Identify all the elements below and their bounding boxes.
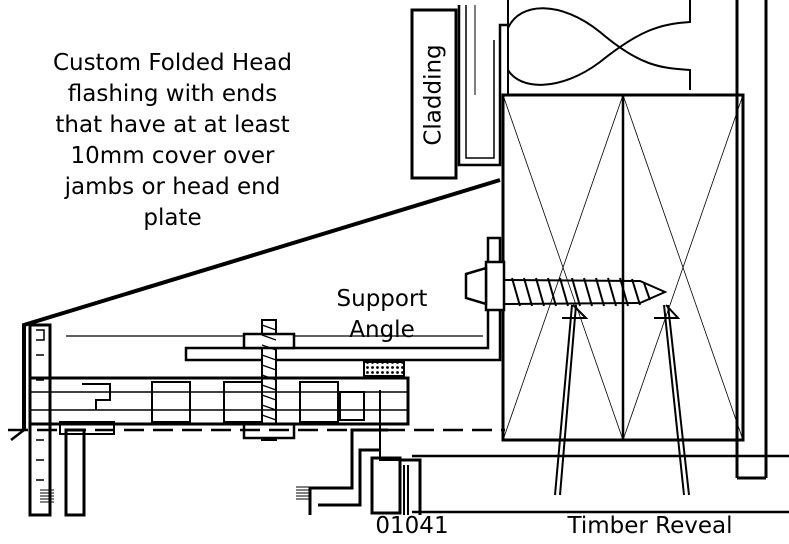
flashing-note-line: jambs or head end [64, 174, 281, 200]
support-angle-label-line: Angle [349, 317, 415, 343]
flashing-note-line: Custom Folded Head [52, 50, 293, 76]
screw-head [464, 260, 506, 312]
wall-liner [735, 0, 768, 480]
window-frame-left [28, 323, 115, 517]
insulation-symbol [507, 0, 691, 95]
flashing-note-line: flashing with ends [67, 81, 278, 107]
support-angle-label: Support Angle [314, 284, 450, 346]
cladding-label: Cladding [418, 20, 450, 170]
cladding-label-text: Cladding [421, 44, 447, 146]
flashing-note-line: plate [143, 205, 202, 231]
flashing-note: Custom Folded Head flashing with ends th… [0, 48, 345, 234]
timber-stud-block [501, 93, 745, 442]
timber-reveal-label: Timber Reveal [567, 513, 733, 539]
timber-reveal-board [412, 454, 789, 514]
support-angle-label-line: Support [336, 286, 428, 312]
cladding-panel [410, 5, 508, 180]
part-code-label: 01041 [375, 513, 449, 539]
window-sill-profile [308, 428, 422, 515]
coach-screw [503, 277, 668, 307]
flashing-note-line: that have at at least [55, 112, 290, 138]
fixing-nails [554, 304, 690, 496]
brush-seal [40, 486, 310, 503]
flashing-note-line: 10mm cover over [70, 143, 275, 169]
seal-strip [363, 361, 405, 377]
